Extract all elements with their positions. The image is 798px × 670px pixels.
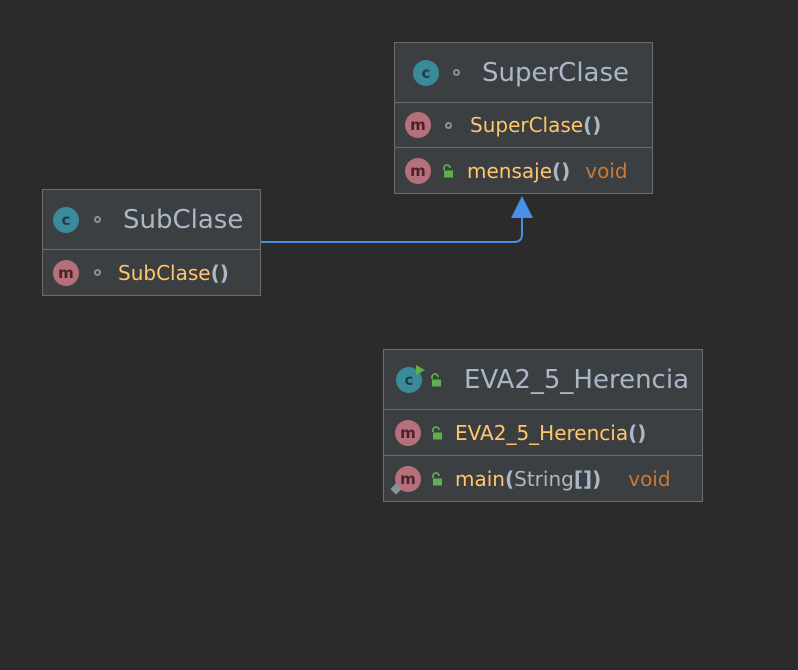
method-icon: m	[395, 465, 421, 492]
package-visibility-icon	[445, 121, 452, 129]
class-title: SuperClase	[482, 57, 630, 88]
return-type: void	[585, 158, 628, 183]
method-icon: m	[405, 157, 431, 184]
class-node-herencia[interactable]: c EVA2_5_Herencia m EVA2_5_Herencia() m …	[383, 349, 703, 502]
method-name: main(String[])	[455, 466, 602, 491]
member-row[interactable]: m main(String[]) void	[384, 456, 702, 501]
member-row[interactable]: m mensaje() void	[395, 148, 652, 193]
class-node-subclase[interactable]: c SubClase m SubClase()	[42, 189, 261, 296]
class-node-superclase[interactable]: c SuperClase m SuperClase() m mensaje() …	[394, 42, 653, 194]
package-visibility-icon	[94, 216, 101, 223]
class-title: EVA2_5_Herencia	[464, 364, 690, 395]
run-arrow-icon	[416, 364, 425, 375]
class-header: c EVA2_5_Herencia	[384, 350, 702, 410]
param-type: String	[514, 466, 574, 491]
public-lock-icon	[428, 372, 444, 388]
member-row[interactable]: m SuperClase()	[395, 103, 652, 148]
package-visibility-icon	[94, 269, 101, 276]
member-row[interactable]: m EVA2_5_Herencia()	[384, 410, 702, 456]
constructor-name: SubClase()	[118, 260, 229, 285]
return-type: void	[628, 466, 671, 491]
public-lock-icon	[440, 163, 456, 179]
method-icon: m	[395, 419, 421, 446]
class-icon: c	[413, 59, 439, 86]
runnable-class-icon: c	[396, 364, 425, 393]
package-visibility-icon	[453, 69, 460, 76]
method-name: mensaje()	[467, 158, 571, 183]
constructor-name: EVA2_5_Herencia()	[455, 420, 647, 445]
constructor-name: SuperClase()	[470, 113, 602, 137]
arrow-head	[511, 196, 533, 218]
method-icon: m	[405, 112, 431, 138]
member-row[interactable]: m SubClase()	[43, 250, 260, 295]
public-lock-icon	[429, 471, 445, 487]
method-icon: m	[53, 259, 79, 286]
class-header: c SubClase	[43, 190, 260, 250]
class-header: c SuperClase	[395, 43, 652, 103]
class-title: SubClase	[123, 204, 244, 235]
class-icon: c	[53, 206, 79, 233]
public-lock-icon	[429, 425, 445, 441]
